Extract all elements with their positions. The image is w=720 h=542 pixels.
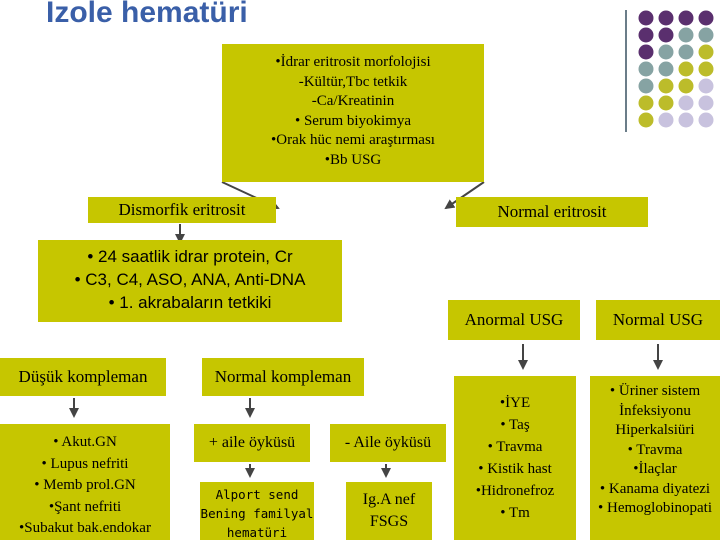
- diagnosis-line: • Lupus nefriti: [41, 455, 129, 472]
- low-complement-diagnoses-box: • Akut.GN • Lupus nefriti • Memb prol.GN…: [0, 424, 170, 540]
- abnormal-usg-box: Anormal USG: [448, 300, 580, 340]
- page-title: İzole hematüri: [46, 0, 248, 29]
- decorative-dot: [638, 10, 654, 26]
- cause-line: • Travma: [627, 441, 683, 458]
- decorative-dot: [678, 27, 694, 43]
- cause-line: • Travma: [487, 439, 543, 455]
- workup-line: -Ca/Kreatinin: [311, 93, 395, 109]
- initial-workup-box: •İdrar eritrosit morfolojisi -Kültür,Tbc…: [222, 44, 484, 182]
- cause-line: Hiperkalsiüri: [615, 422, 695, 438]
- decorative-dot: [698, 61, 714, 77]
- lab-test-line: • C3, C4, ASO, ANA, Anti-DNA: [74, 270, 306, 289]
- decorative-dot: [638, 27, 654, 43]
- cause-line: • Üriner sistem: [609, 383, 701, 399]
- diagnosis-line: • Memb prol.GN: [34, 477, 136, 493]
- normal-usg-box: Normal USG: [596, 300, 720, 340]
- normal-erythrocyte-box: Normal eritrosit: [456, 197, 648, 227]
- arrow-to-normal-erythrocyte: [444, 181, 485, 210]
- workup-line: •Orak hüc nemi araştırması: [271, 132, 435, 148]
- low-complement-box: Düşük kompleman: [0, 358, 166, 396]
- normal-usg-causes-box: • Üriner sistem İnfeksiyonu Hiperkalsiür…: [590, 376, 720, 540]
- abnormal-usg-causes-box: •İYE • Taş • Travma • Kistik hast •Hidro…: [454, 376, 576, 540]
- cause-line: •İYE: [499, 395, 531, 411]
- decorative-dot: [698, 27, 714, 43]
- decorative-dot: [658, 10, 674, 26]
- decorative-dot: [698, 78, 714, 94]
- positive-family-history-label: + aile öyküsü: [208, 434, 296, 451]
- workup-line: • Serum biyokimya: [294, 112, 412, 129]
- cause-line: İnfeksiyonu: [619, 402, 691, 419]
- dysmorphic-erythrocyte-box: Dismorfik eritrosit: [88, 197, 276, 223]
- diagnosis-line: •Şant nefriti: [48, 498, 122, 515]
- decorative-dot: [678, 112, 694, 128]
- decorative-dot: [658, 27, 674, 43]
- decorative-dot: [678, 78, 694, 94]
- cause-line: • Hemoglobinopati: [598, 500, 712, 516]
- low-complement-label: Düşük kompleman: [18, 367, 148, 386]
- negative-family-history-label: - Aile öyküsü: [344, 434, 432, 451]
- decorative-dot: [658, 61, 674, 77]
- normal-complement-label: Normal kompleman: [214, 367, 352, 386]
- decorative-dot: [698, 10, 714, 26]
- iga-nephropathy-box: Ig.A nef FSGS: [346, 482, 432, 540]
- decorative-dot: [678, 61, 694, 77]
- decorative-dot: [678, 44, 694, 60]
- decorative-dot: [658, 112, 674, 128]
- normal-usg-label: Normal USG: [612, 310, 704, 329]
- cause-line: •İlaçlar: [633, 461, 677, 477]
- normal-complement-box: Normal kompleman: [202, 358, 364, 396]
- dysmorphic-label: Dismorfik eritrosit: [118, 200, 246, 219]
- cause-line: •Hidronefroz: [475, 483, 555, 499]
- decorative-dot: [698, 44, 714, 60]
- decorative-dot-grid: [638, 10, 714, 128]
- workup-line: -Kültür,Tbc tetkik: [298, 73, 408, 90]
- decorative-dot: [658, 78, 674, 94]
- workup-line: •Bb USG: [324, 151, 382, 168]
- lab-test-line: • 24 saatlik idrar protein, Cr: [87, 247, 293, 266]
- alport-box: Alport send Bening familyal hematüri: [200, 482, 314, 540]
- decorative-dot: [698, 112, 714, 128]
- alport-line: Bening familyal: [200, 506, 314, 521]
- decorative-dot: [638, 112, 654, 128]
- decorative-dot: [638, 78, 654, 94]
- decorative-dot: [678, 95, 694, 111]
- decorative-dot: [678, 10, 694, 26]
- abnormal-usg-label: Anormal USG: [464, 310, 564, 329]
- positive-family-history-box: + aile öyküsü: [194, 424, 310, 462]
- divider-line: [625, 10, 627, 132]
- lab-test-line: • 1. akrabaların tetkiki: [108, 293, 272, 312]
- lab-tests-box: • 24 saatlik idrar protein, Cr • C3, C4,…: [38, 240, 342, 322]
- diagnosis-line: • Akut.GN: [53, 434, 117, 450]
- normal-erythrocyte-label: Normal eritrosit: [497, 202, 607, 221]
- decorative-dot: [658, 95, 674, 111]
- decorative-dot: [658, 44, 674, 60]
- iga-line: Ig.A nef: [362, 491, 416, 508]
- decorative-dot: [638, 95, 654, 111]
- cause-line: • Kistik hast: [478, 461, 552, 477]
- decorative-dot: [698, 95, 714, 111]
- alport-line: hematüri: [226, 525, 288, 540]
- cause-line: • Taş: [500, 417, 530, 433]
- decorative-dot: [638, 44, 654, 60]
- negative-family-history-box: - Aile öyküsü: [330, 424, 446, 462]
- diagnosis-line: •Subakut bak.endokar: [19, 520, 151, 536]
- iga-line: FSGS: [369, 513, 409, 530]
- cause-line: • Tm: [500, 505, 530, 521]
- workup-line: •İdrar eritrosit morfolojisi: [275, 54, 431, 70]
- alport-line: Alport send: [215, 487, 299, 502]
- cause-line: • Kanama diyatezi: [599, 480, 711, 497]
- decorative-dot: [638, 61, 654, 77]
